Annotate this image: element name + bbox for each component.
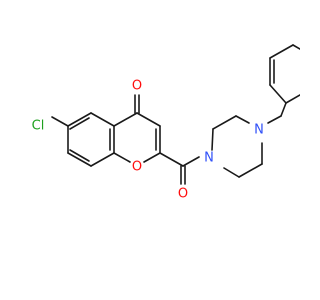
structure-canvas: O Cl O O N N [32, 44, 300, 202]
chlorine-label: Cl [32, 119, 45, 134]
amide-oxygen-label: O [178, 187, 188, 202]
benzo-ring [67, 112, 115, 167]
pyranone-ring [113, 112, 161, 163]
piperazine-n1-label: N [204, 151, 214, 166]
ring-oxygen-label: O [132, 160, 142, 175]
chloro-bond [51, 116, 69, 127]
ketone-bond [134, 94, 140, 114]
phenyl-ring [269, 44, 300, 104]
benzyl-link-bond [280, 102, 287, 117]
benzyl-ch2-bond [267, 115, 282, 124]
piperazine-ring [211, 115, 263, 178]
ketone-oxygen-label: O [132, 79, 142, 94]
molecule-structure: O Cl O O N N [32, 44, 300, 202]
amide-linker [159, 152, 200, 185]
piperazine-n4-label: N [254, 123, 264, 138]
